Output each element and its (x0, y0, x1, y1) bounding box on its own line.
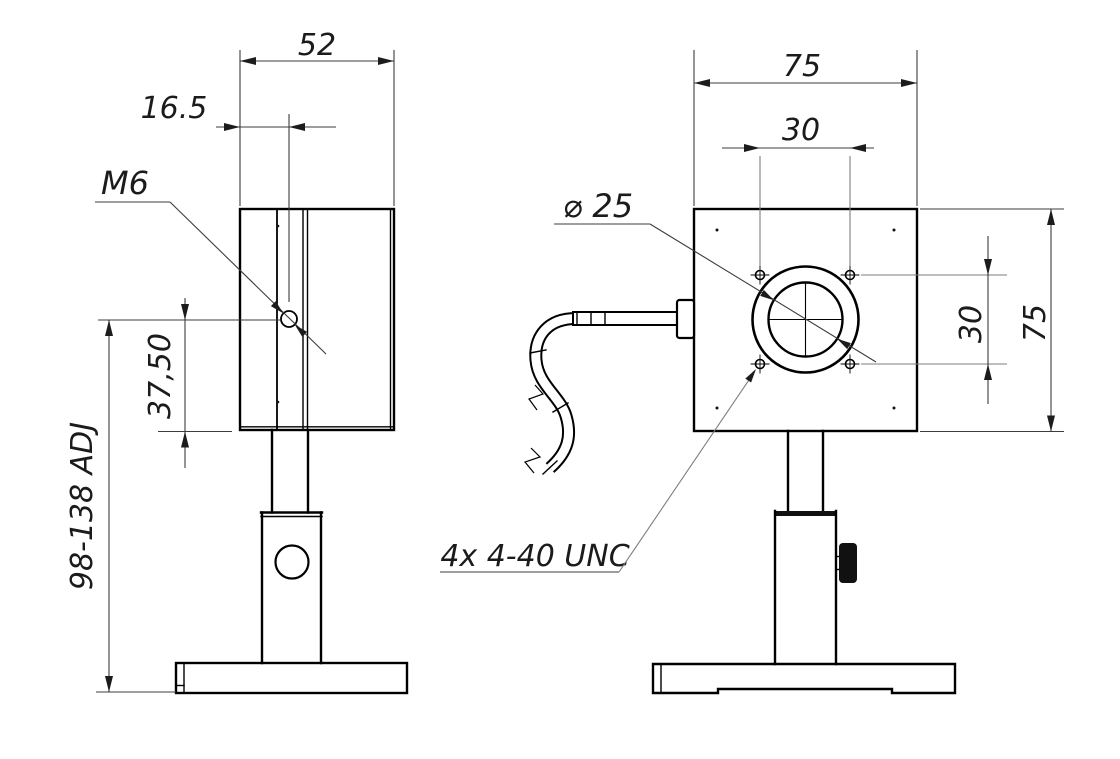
dim30top-arrow-right (850, 144, 866, 152)
front-base-outline (651, 662, 957, 695)
cable-break-squiggle-1 (528, 384, 545, 411)
dim75top-arrow-left (694, 79, 710, 87)
dia25-label: ⌀ 25 (563, 187, 633, 225)
screw-hole-tl (750, 265, 770, 285)
cable-end-cut (542, 460, 558, 475)
m6-hole-circle (280, 310, 298, 328)
dim375-text: 37,50 (143, 333, 178, 419)
dim375-arrow-bottom (181, 431, 189, 448)
screw-hole-tr (840, 265, 860, 285)
dim75right-arrow-bottom (1047, 415, 1055, 432)
cable-segment-tick-2 (552, 402, 569, 413)
front-corner-mark-bl (715, 406, 719, 410)
dim30top-arrow-left (744, 144, 760, 152)
dim30top-text: 30 (782, 113, 820, 148)
screw-hole-bl (750, 354, 770, 374)
dim52-arrow-right (378, 57, 394, 65)
dim30right-arrow-top (984, 259, 992, 275)
dimadj-arrow-top (105, 320, 113, 336)
side-base-outline (174, 661, 409, 695)
dim75right-text: 75 (1018, 304, 1053, 342)
side-corner-hole-mark-top (276, 224, 280, 228)
dia25-arrow-lower (837, 338, 851, 350)
dim30right-text: 30 (954, 305, 989, 343)
dim375-arrow-top (181, 304, 189, 320)
dim75right-arrow-top (1047, 209, 1055, 225)
dim52-text: 52 (298, 28, 336, 63)
screw-hole-br (840, 354, 860, 374)
dimadj-arrow-bottom (105, 676, 113, 692)
thumbscrew-knob (839, 543, 857, 583)
cable-inner (531, 314, 577, 472)
m6-leader-arrow-upper (270, 301, 284, 314)
dim165-text: 16.5 (141, 91, 208, 126)
dim75top-text: 75 (783, 49, 821, 84)
unc-leader-line (618, 370, 756, 573)
front-corner-mark-tr (892, 228, 896, 232)
front-clamp-cap (775, 511, 836, 516)
dim165-arrow-left (224, 123, 240, 131)
cable-assembly (523, 298, 696, 475)
dim165-arrow-right (289, 123, 305, 131)
m6-leader-arrow-lower (294, 324, 308, 337)
m6-label: M6 (101, 164, 149, 202)
cable-strain-relief-flange (675, 298, 696, 340)
dim75top-arrow-right (901, 79, 917, 87)
side-corner-hole-mark-bottom (276, 400, 280, 404)
front-corner-mark-br (892, 406, 896, 410)
cable-break-squiggle-2 (523, 447, 542, 474)
unc-label: 4x 4-40 UNC (440, 539, 629, 574)
dim30right-arrow-bottom (984, 364, 992, 380)
side-view (174, 207, 409, 695)
front-view-dimensions: 75 30 ⌀ 25 30 75 4x 4-40 UNC (440, 49, 1064, 574)
dimadj-text: 98-138 ADJ (65, 422, 100, 590)
dia25-arrow-upper (760, 289, 774, 301)
side-view-dimensions: 52 16.5 M6 37,50 98-138 ADJ (65, 28, 395, 693)
dim52-arrow-left (240, 57, 256, 65)
cable-segment-tick-1 (529, 349, 547, 354)
cable-tube (572, 311, 678, 326)
front-corner-mark-tl (715, 228, 719, 232)
side-thumbscrew-hole (274, 544, 310, 580)
unc-leader-arrow (745, 369, 756, 383)
